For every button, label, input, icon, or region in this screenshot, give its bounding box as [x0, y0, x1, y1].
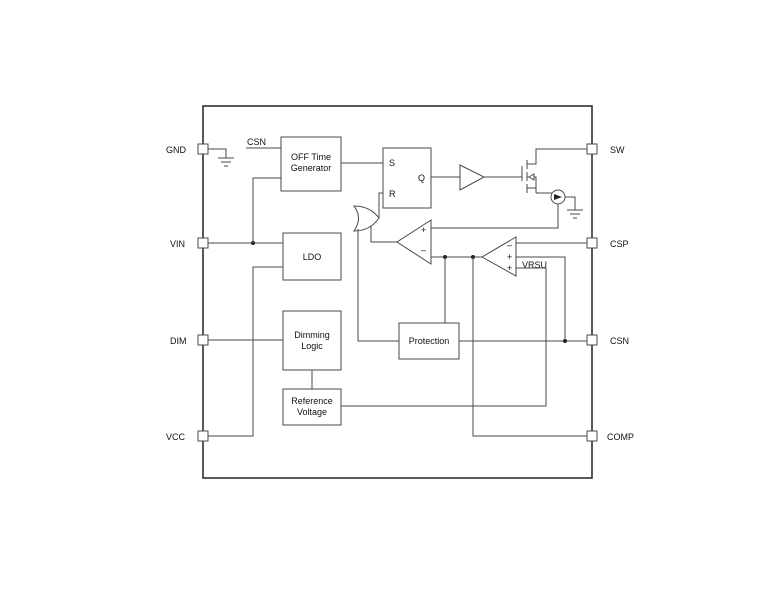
- dimming-label-2: Logic: [301, 341, 323, 351]
- or-to-reset-wire: [378, 192, 383, 218]
- gnd-wire: [208, 148, 234, 167]
- junction-csn: [563, 339, 567, 343]
- reference-voltage-block: Reference Voltage: [282, 388, 342, 426]
- dimming-label-1: Dimming: [294, 330, 330, 340]
- csn-to-amp-wire: [516, 256, 566, 340]
- error-amp-plus-1: +: [507, 252, 512, 262]
- ldo-label: LDO: [303, 252, 322, 262]
- latch-reset-label: R: [389, 189, 396, 199]
- ldo-block: LDO: [282, 232, 342, 281]
- power-mosfet: [521, 148, 587, 194]
- pin-vcc-label: VCC: [166, 432, 186, 442]
- ldo-to-vcc-wire: [208, 266, 283, 437]
- off-time-label-2: Generator: [291, 163, 332, 173]
- pin-csp-label: CSP: [610, 239, 629, 249]
- chip-outline: [202, 105, 593, 479]
- gate-driver-buffer: [459, 164, 486, 191]
- reference-label-1: Reference: [291, 396, 333, 406]
- pin-comp-label: COMP: [607, 432, 634, 442]
- pin-sw-label: SW: [610, 145, 625, 155]
- pin-dim: DIM: [170, 334, 209, 346]
- pin-vin: VIN: [170, 237, 209, 249]
- dimming-logic-block: Dimming Logic: [282, 310, 342, 371]
- pin-sw: SW: [586, 143, 625, 155]
- protection-to-or-wire: [357, 229, 399, 342]
- pin-gnd-label: GND: [166, 145, 187, 155]
- pin-csn-label: CSN: [610, 336, 629, 346]
- pin-comp: COMP: [586, 430, 634, 442]
- off-time-label-1: OFF Time: [291, 152, 331, 162]
- error-amplifier: – + + VRSU: [480, 236, 547, 277]
- comp-upper-to-or-wire: [370, 226, 397, 243]
- latch-q-label: Q: [418, 173, 425, 183]
- pin-csn: CSN: [586, 334, 629, 346]
- reference-to-amp-wire: [341, 267, 547, 407]
- latch-set-label: S: [389, 158, 395, 168]
- pin-dim-label: DIM: [170, 336, 187, 346]
- pin-vin-label: VIN: [170, 239, 185, 249]
- comparator-upper: + –: [396, 219, 432, 265]
- vrsu-label: VRSU: [522, 260, 547, 270]
- comp-node-to-comp-pin-wire: [472, 257, 587, 437]
- reference-label-2: Voltage: [297, 407, 327, 417]
- protection-label: Protection: [409, 336, 450, 346]
- pin-gnd: GND: [166, 143, 209, 155]
- sr-latch-block: S R Q: [382, 147, 432, 209]
- protection-block: Protection: [398, 322, 460, 360]
- current-sense-source: [431, 189, 583, 229]
- comparator-upper-plus: +: [421, 225, 426, 235]
- pin-csp: CSP: [586, 237, 629, 249]
- vin-to-off-time-wire: [252, 177, 281, 243]
- error-amp-plus-2: +: [507, 263, 512, 273]
- pin-vcc: VCC: [166, 430, 209, 442]
- or-gate: [353, 205, 380, 232]
- csn-input-label: CSN: [247, 137, 266, 147]
- comparator-upper-minus: –: [421, 245, 426, 255]
- off-time-generator-block: OFF Time Generator: [280, 136, 342, 192]
- error-amp-minus: –: [507, 240, 512, 250]
